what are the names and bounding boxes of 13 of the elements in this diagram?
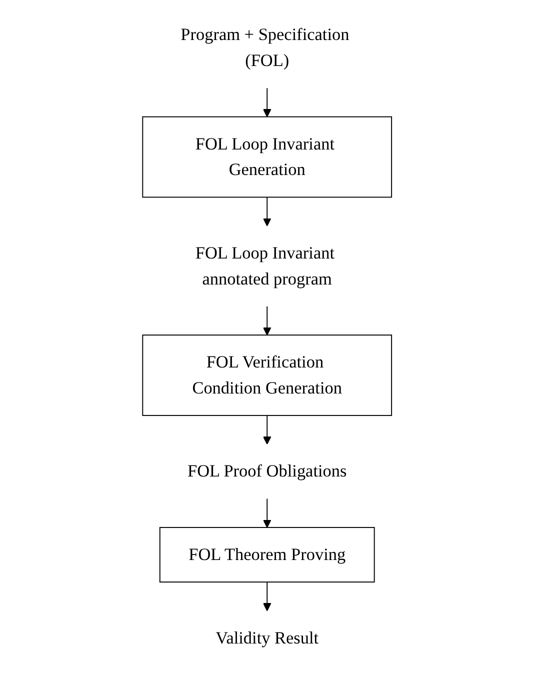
- arrow: [262, 306, 272, 336]
- node-box: FOL Theorem Proving: [159, 527, 375, 583]
- arrow: [262, 498, 272, 528]
- node-text: FOL Proof Obligations: [187, 461, 347, 481]
- node-text: Program + Specification (FOL): [180, 24, 350, 70]
- arrow: [262, 88, 272, 118]
- node-text: Validity Result: [216, 628, 318, 648]
- arrow: [262, 582, 272, 612]
- node-box: FOL Loop Invariant Generation: [142, 116, 392, 198]
- arrow: [262, 196, 272, 226]
- arrow: [262, 415, 272, 445]
- node-text: FOL Loop Invariant annotated program: [195, 243, 334, 288]
- node-box: FOL Verification Condition Generation: [142, 334, 392, 416]
